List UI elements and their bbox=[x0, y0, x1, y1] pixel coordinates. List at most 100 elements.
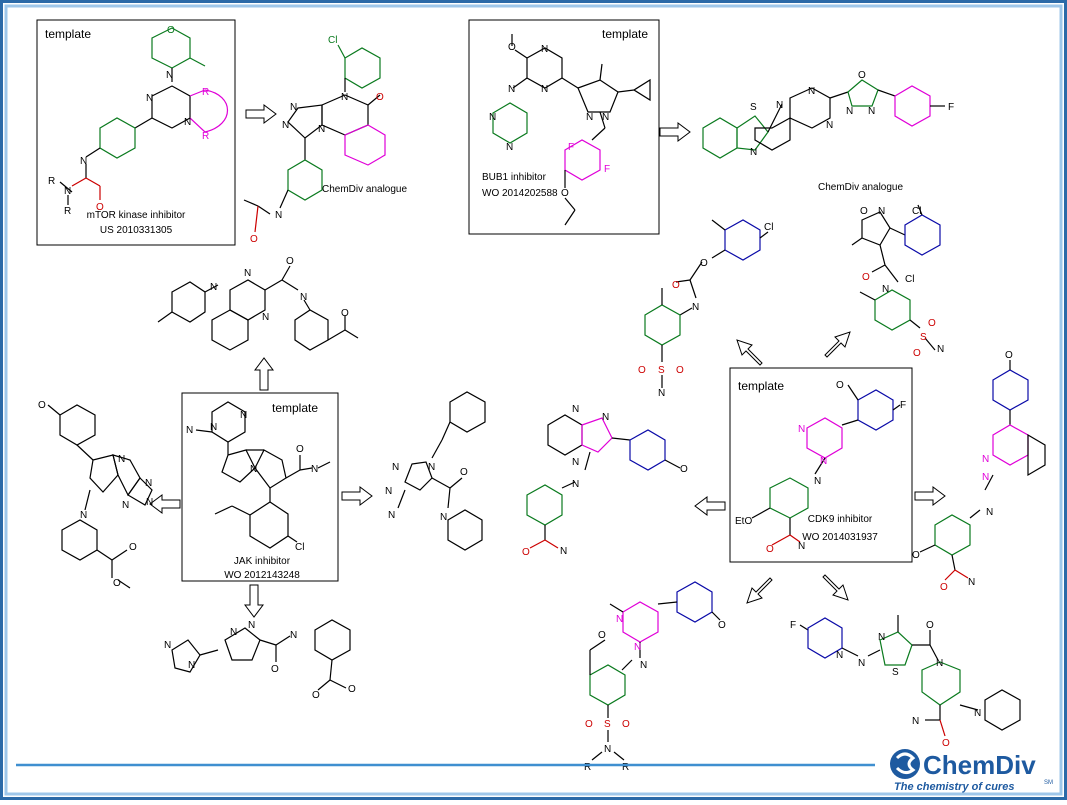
jak-template-panel bbox=[181, 392, 339, 582]
cdk9-atom-n4: N bbox=[798, 541, 805, 552]
jak-template-structure bbox=[195, 401, 331, 549]
bub1-atom-f2: F bbox=[604, 164, 610, 175]
cdk9-dl-atom-o3: O bbox=[585, 719, 593, 730]
cdk9-ur-atom-n3: N bbox=[937, 344, 944, 355]
jak-right-atom-n1: N bbox=[428, 462, 435, 473]
bub1-atom-n1: N bbox=[541, 44, 548, 55]
cdk9-dr-atom-n1: N bbox=[836, 650, 843, 661]
bub1-analogue-atom-n6: N bbox=[868, 106, 875, 117]
mtor-atom-n1: N bbox=[166, 70, 173, 81]
jak-right-atom-n5: N bbox=[440, 512, 447, 523]
cdk9-r-atom-n2: N bbox=[982, 472, 989, 483]
mtor-atom-r4: R bbox=[64, 206, 71, 217]
jak-right-atom-n2: N bbox=[392, 462, 399, 473]
cdk9-dr-atom-o1: O bbox=[926, 620, 934, 631]
arrow-jak-up bbox=[254, 357, 274, 391]
mtor-atom-r1: R bbox=[202, 87, 209, 98]
bub1-template-patent: WO 2014202588 bbox=[482, 188, 558, 199]
bub1-atom-n4: N bbox=[489, 112, 496, 123]
mtor-template-name: mTOR kinase inhibitor bbox=[87, 210, 186, 221]
jak-down-atom-o3: O bbox=[348, 684, 356, 695]
arrow-mtor-to-analogue bbox=[245, 104, 277, 124]
cdk9-downright-analogue-structure bbox=[799, 615, 1021, 737]
cdk9-template-structure bbox=[751, 384, 901, 546]
bub1-analogue-atom-o: O bbox=[858, 70, 866, 81]
cdk9-l-atom-o2: O bbox=[522, 547, 530, 558]
cdk9-dr-atom-n5: N bbox=[974, 708, 981, 719]
jak-left-atom-n3: N bbox=[146, 497, 153, 508]
jak-template-patent: WO 2012143248 bbox=[224, 570, 300, 581]
cdk9-template-patent: WO 2014031937 bbox=[802, 532, 878, 543]
cdk9-dl-atom-o4: O bbox=[622, 719, 630, 730]
bub1-analogue-atom-n3: N bbox=[808, 86, 815, 97]
jak-atom-cl: Cl bbox=[295, 542, 304, 553]
cdk9-ul-atom-n1: N bbox=[692, 302, 699, 313]
bub1-analogue-atom-n2: N bbox=[776, 100, 783, 111]
jak-down-atom-o2: O bbox=[312, 690, 320, 701]
jak-atom-n4: N bbox=[250, 464, 257, 475]
cdk9-ur-atom-o1: O bbox=[860, 206, 868, 217]
jak-down-atom-n4: N bbox=[248, 620, 255, 631]
mtor-template-panel bbox=[36, 19, 236, 246]
mtor-analogue-atom-o2: O bbox=[250, 234, 258, 245]
bub1-analogue-atom-n4: N bbox=[826, 120, 833, 131]
cdk9-atom-o1: O bbox=[836, 380, 844, 391]
cdk9-atom-f: F bbox=[900, 400, 906, 411]
cdk9-l-atom-n2: N bbox=[602, 412, 609, 423]
jak-up-atom-n4: N bbox=[300, 292, 307, 303]
cdk9-atom-o2: O bbox=[766, 544, 774, 555]
cdk9-ur-atom-n2: N bbox=[882, 284, 889, 295]
chemdiv-logo-servicemark: SM bbox=[1044, 780, 1053, 786]
bub1-template-structure bbox=[492, 34, 651, 226]
chemdiv-logo-name: ChemDiv bbox=[923, 750, 1036, 780]
cdk9-r-atom-n4: N bbox=[968, 577, 975, 588]
mtor-analogue-atom-o: O bbox=[376, 92, 384, 103]
cdk9-dr-atom-n4: N bbox=[936, 658, 943, 669]
cdk9-ur-atom-cl1: Cl bbox=[912, 206, 921, 217]
arrow-cdk9-up-left bbox=[736, 339, 763, 366]
jak-up-analogue-structure bbox=[157, 265, 359, 351]
cdk9-dl-atom-s: S bbox=[604, 719, 611, 730]
cdk9-dl-atom-r1: R bbox=[584, 762, 591, 773]
frame-inner bbox=[4, 4, 1063, 796]
bub1-analogue-structure bbox=[702, 79, 945, 159]
mtor-analogue-structure bbox=[243, 44, 386, 233]
arrow-cdk9-left bbox=[694, 496, 726, 516]
mtor-analogue-atom-n4: N bbox=[318, 124, 325, 135]
mtor-atom-r3: R bbox=[48, 176, 55, 187]
cdk9-ur-atom-n1: N bbox=[878, 206, 885, 217]
jak-down-atom-o: O bbox=[271, 664, 279, 675]
bub1-atom-o1: O bbox=[508, 42, 516, 53]
cdk9-dr-atom-o2: O bbox=[942, 738, 950, 749]
cdk9-r-atom-n3: N bbox=[986, 507, 993, 518]
cdk9-r-atom-o2: O bbox=[912, 550, 920, 561]
jak-atom-n2: N bbox=[210, 422, 217, 433]
cdk9-dl-atom-n3: N bbox=[640, 660, 647, 671]
jak-down-atom-n2: N bbox=[188, 660, 195, 671]
jak-up-atom-n3: N bbox=[262, 312, 269, 323]
jak-atom-n5: N bbox=[311, 464, 318, 475]
cdk9-template-tag: template bbox=[738, 379, 784, 393]
cdk9-l-atom-n3: N bbox=[572, 457, 579, 468]
cdk9-dr-atom-n2: N bbox=[858, 658, 865, 669]
jak-up-atom-n2: N bbox=[244, 268, 251, 279]
bub1-atom-n7: N bbox=[602, 112, 609, 123]
bub1-analogue-atom-n5: N bbox=[846, 106, 853, 117]
mtor-analogue-atom-n2: N bbox=[290, 102, 297, 113]
chemdiv-logo-tagline: The chemistry of cures bbox=[894, 781, 1014, 793]
arrow-jak-right bbox=[341, 486, 373, 506]
cdk9-ur-atom-cl2: Cl bbox=[905, 274, 914, 285]
cdk9-atom-n1: N bbox=[798, 424, 805, 435]
cdk9-dl-atom-n2: N bbox=[634, 642, 641, 653]
arrow-cdk9-right bbox=[914, 486, 946, 506]
cdk9-dl-atom-r2: R bbox=[622, 762, 629, 773]
cdk9-ul-atom-o1: O bbox=[700, 258, 708, 269]
cdk9-r-atom-o3: O bbox=[940, 582, 948, 593]
cdk9-ul-atom-s: S bbox=[658, 365, 665, 376]
jak-atom-n1: N bbox=[186, 425, 193, 436]
jak-right-atom-n4: N bbox=[388, 510, 395, 521]
cdk9-ul-atom-cl: Cl bbox=[764, 222, 773, 233]
jak-up-atom-n1: N bbox=[210, 282, 217, 293]
